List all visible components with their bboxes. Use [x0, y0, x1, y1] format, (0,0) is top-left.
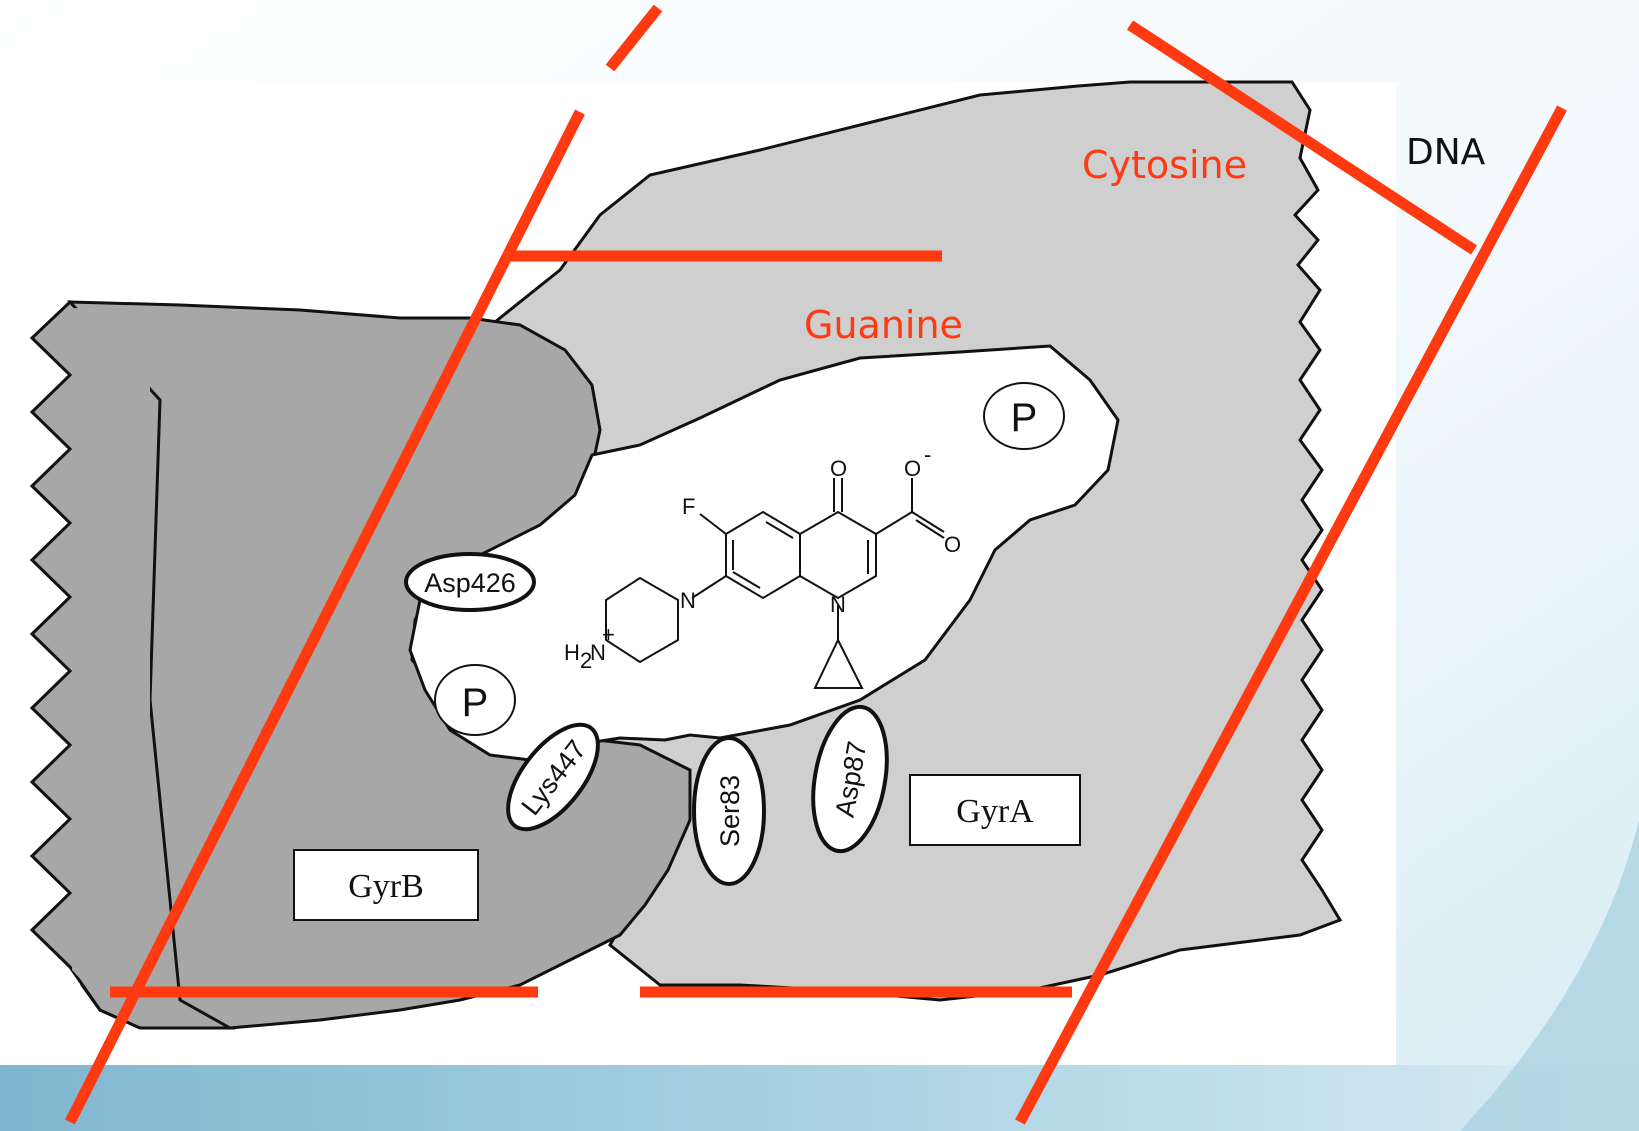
- quinolone-molecule: [605, 478, 945, 689]
- phosphate-upper: P: [983, 382, 1065, 450]
- svg-text:N: N: [590, 640, 606, 665]
- svg-text:H: H: [564, 640, 580, 665]
- residue-ser83: Ser83: [692, 736, 766, 886]
- dna-bracket: [1126, 20, 1478, 255]
- dna-strand-left: [65, 109, 585, 1125]
- phosphate-lower: P: [434, 664, 516, 736]
- svg-text:O: O: [904, 456, 921, 481]
- cytosine-label: Cytosine: [1082, 143, 1247, 187]
- molecule-atom-labels: F O O - O N N H 2 N +: [564, 442, 961, 673]
- svg-text:+: +: [602, 622, 615, 647]
- svg-text:O: O: [830, 456, 847, 481]
- residue-asp87: Asp87: [811, 704, 889, 854]
- guanine-label: Guanine: [804, 303, 963, 347]
- svg-text:P: P: [462, 681, 489, 725]
- svg-text:F: F: [682, 494, 695, 519]
- dna-label: DNA: [1406, 132, 1486, 173]
- svg-text:2: 2: [580, 648, 592, 673]
- svg-text:N: N: [830, 592, 846, 617]
- svg-text:P: P: [1011, 396, 1038, 440]
- residue-asp426: Asp426: [404, 552, 536, 612]
- svg-text:O: O: [944, 532, 961, 557]
- gyrA-label-box: GyrA: [909, 774, 1081, 846]
- svg-text:GyrA: GyrA: [956, 793, 1034, 830]
- svg-text:Ser83: Ser83: [715, 775, 745, 847]
- gyrB-fill-patch: [72, 308, 150, 1020]
- dna-strand-right: [1015, 105, 1567, 1125]
- dna-strand-left-top: [605, 4, 663, 72]
- svg-text:N: N: [680, 588, 696, 613]
- gyrB-label-box: GyrB: [293, 849, 479, 921]
- svg-text:GyrB: GyrB: [348, 868, 424, 905]
- svg-text:-: -: [924, 442, 931, 467]
- bottom-band: [0, 1065, 1639, 1131]
- binding-pocket: [408, 344, 1120, 762]
- decorative-curve: [1460, 820, 1639, 1131]
- svg-text:Asp426: Asp426: [424, 568, 516, 598]
- dna-overlay-lines: [65, 4, 1567, 1125]
